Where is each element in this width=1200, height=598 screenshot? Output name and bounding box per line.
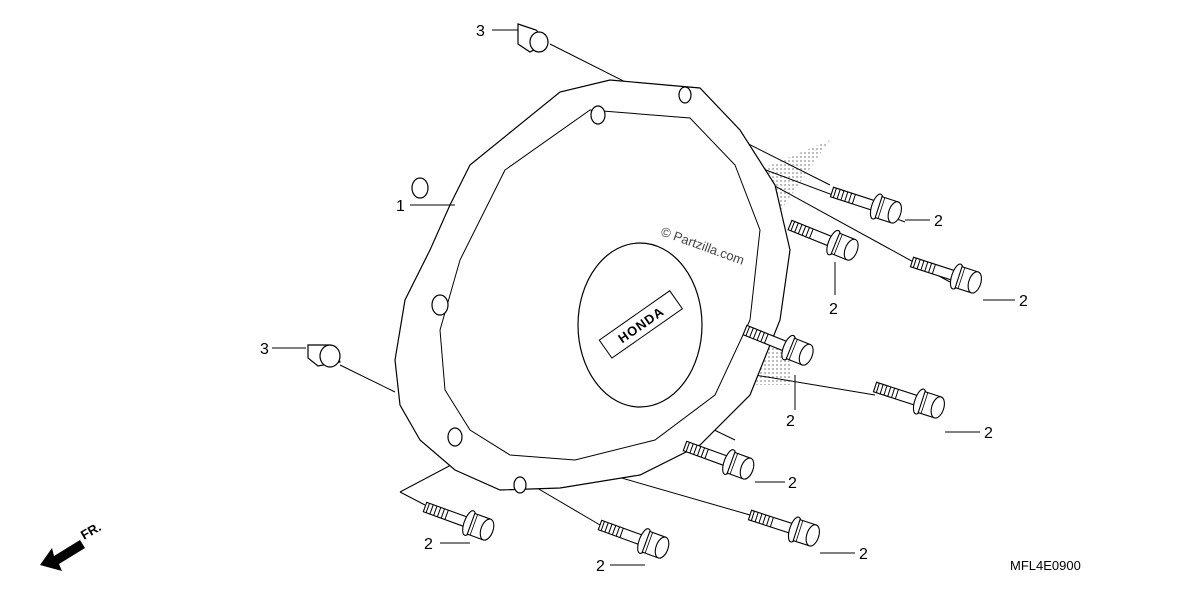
flange-bolt-5 (870, 374, 949, 423)
flange-bolt-2 (784, 212, 863, 265)
callout-2-d: 2 (786, 413, 795, 430)
callout-1: 1 (396, 198, 405, 215)
front-arrow: FR. (40, 519, 104, 571)
callout-leaders (272, 29, 1015, 566)
flange-bolt-7 (745, 502, 824, 551)
flange-bolt-1 (827, 179, 906, 228)
callout-2-f: 2 (788, 475, 797, 492)
callout-3-top: 3 (476, 23, 485, 40)
front-label: FR. (78, 519, 104, 542)
dowel-pin-top (517, 23, 549, 53)
callout-2-a: 2 (934, 213, 943, 230)
dowel-pin-left (307, 344, 341, 368)
callout-2-c: 2 (829, 301, 838, 318)
diagram-code: MFL4E0900 (1010, 558, 1081, 573)
callout-2-e: 2 (984, 425, 993, 442)
callout-2-i: 2 (424, 536, 433, 553)
flange-bolt-8 (595, 512, 673, 563)
flange-bolt-3 (907, 249, 986, 298)
callout-2-b: 2 (1019, 293, 1028, 310)
callout-2-g: 2 (859, 546, 868, 563)
callout-2-h: 2 (596, 558, 605, 575)
left-crankcase-cover: HONDA (394, 79, 791, 494)
callout-3-left: 3 (260, 341, 269, 358)
